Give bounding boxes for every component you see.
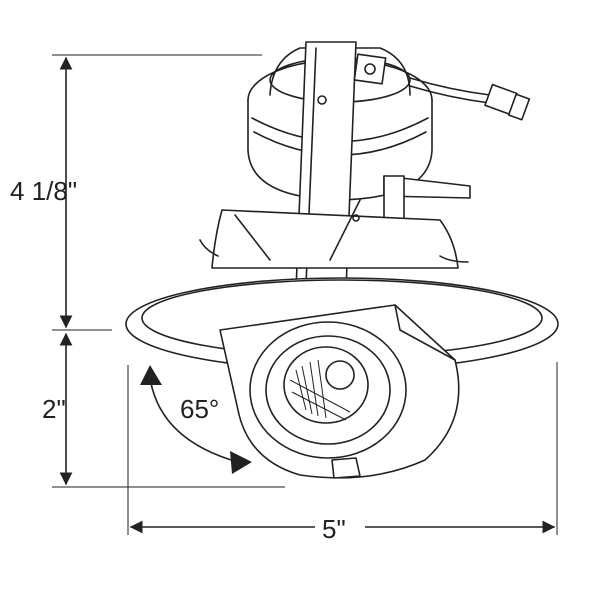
- dimension-width: 5": [127, 362, 558, 544]
- rotation-angle-label: 65°: [180, 394, 219, 424]
- arrowhead-right-icon: [230, 451, 252, 474]
- trim-housing: [199, 199, 469, 269]
- height-lower-label: 2": [42, 394, 66, 424]
- led-lens-icon: [325, 360, 355, 390]
- fixture: [125, 41, 559, 479]
- rotation-indicator: 65°: [140, 365, 252, 474]
- gimbal-head: [219, 304, 460, 479]
- width-label: 5": [322, 514, 346, 544]
- dimension-height-lower: 2": [42, 332, 285, 488]
- dimension-height-upper: 4 1/8": [10, 54, 262, 331]
- arrowhead-up-icon: [140, 365, 162, 385]
- height-upper-label: 4 1/8": [10, 176, 77, 206]
- adjustment-tab-icon: [331, 457, 361, 479]
- led-reflector-icon: [289, 359, 351, 421]
- power-wire: [409, 77, 531, 121]
